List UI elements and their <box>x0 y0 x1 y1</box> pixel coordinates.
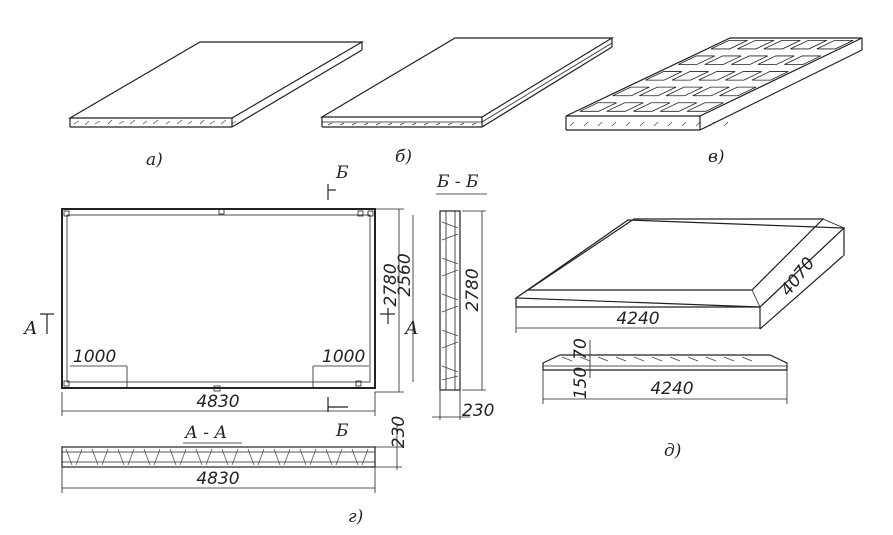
dim-d-rib: 70 <box>571 338 591 360</box>
rib-cell <box>678 55 715 65</box>
section-bb-drawing <box>432 210 470 420</box>
section-aa-drawing <box>61 446 376 468</box>
slab-v <box>565 37 863 131</box>
slab-d <box>514 218 846 330</box>
rib-cell <box>698 71 736 81</box>
dim-g-length-section: 4830 <box>196 469 239 489</box>
dim-g-length: 4830 <box>196 392 239 412</box>
rib-cell <box>579 102 617 112</box>
slab-b <box>319 37 615 128</box>
rib-cell <box>710 39 748 50</box>
section-b-top-label: Б <box>335 163 349 183</box>
rib-cell <box>660 102 697 112</box>
rib-cell <box>751 71 789 81</box>
rib-cell <box>612 86 650 97</box>
section-a-right-label: А <box>403 318 419 339</box>
dim-d-height: 150 <box>571 367 591 399</box>
section-a-left-label: А <box>22 318 38 339</box>
slab-a <box>67 41 365 128</box>
rib-cell <box>763 39 801 50</box>
rib-cell <box>816 39 854 50</box>
caption-d: д) <box>664 441 681 461</box>
section-aa-title: А - А <box>184 423 227 443</box>
rib-cell <box>606 102 644 112</box>
rib-cell <box>719 86 757 97</box>
dim-g-left-1000: 1000 <box>73 347 116 367</box>
plan-view-g <box>61 208 376 392</box>
dim-g-right-1000: 1000 <box>322 347 365 367</box>
rib-cell <box>692 86 730 97</box>
dim-d-length-bottom: 4240 <box>650 379 693 399</box>
caption-g: г) <box>348 507 363 527</box>
rib-cell <box>645 71 683 81</box>
rib-cell <box>633 102 671 112</box>
rib-cell <box>731 55 768 65</box>
dim-g-height-inner: 2560 <box>395 253 415 296</box>
section-bb-title: Б - Б <box>436 172 479 192</box>
section-b-bottom-label: Б <box>335 421 349 441</box>
dim-g-height-outer: 2780 <box>381 263 401 306</box>
dim-d-length-top: 4240 <box>616 309 659 329</box>
caption-v: в) <box>708 147 725 167</box>
rib-cell <box>725 71 762 81</box>
dim-g-thickness-section: 230 <box>389 416 409 448</box>
rib-cell <box>737 39 775 50</box>
rib-cell <box>671 71 709 81</box>
dim-g-height-side: 2780 <box>463 268 483 311</box>
dim-g-thickness-side: 230 <box>462 401 494 421</box>
rib-cell <box>639 86 677 97</box>
rib-cell <box>665 86 703 97</box>
rib-cell <box>704 55 742 65</box>
rib-cell <box>784 55 821 65</box>
rib-cell <box>790 39 827 50</box>
rib-cell <box>686 102 724 112</box>
ribbed-cells <box>579 39 854 112</box>
rib-cell <box>757 55 795 65</box>
caption-b: б) <box>395 147 412 167</box>
dim-d-width: 4070 <box>777 254 819 300</box>
caption-a: а) <box>146 150 163 170</box>
